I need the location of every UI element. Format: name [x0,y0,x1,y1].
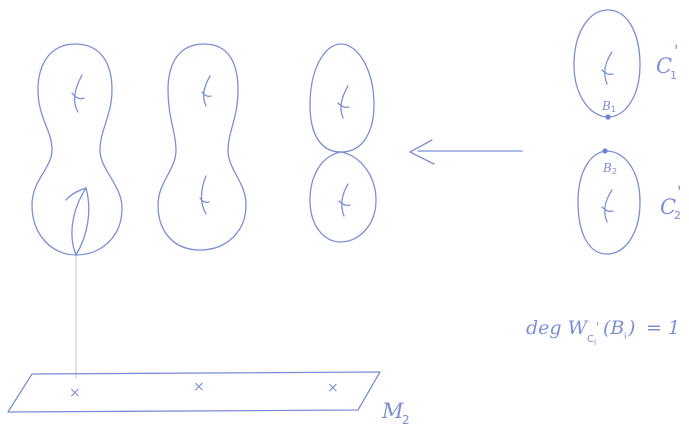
label-b2: B [602,161,612,175]
handle-1b-top [65,187,87,201]
handle-3a [340,85,349,119]
genus-two-curve-middle [157,43,247,251]
handle-1b [71,187,87,256]
mark-2: × [193,379,205,395]
genus-two-outline-2 [157,43,247,251]
handle-c2-lip [601,206,614,213]
label-b1-sub: 1 [611,105,616,114]
mark-3: × [327,380,339,396]
label-c2-prime: ' [677,182,681,201]
base-parallelogram [7,371,381,413]
handle-1b-lip [75,187,90,256]
degree-equation: deg W C i ' (B i ) = 1 [526,317,680,347]
component-c2-outline [577,150,641,255]
label-c1-prime: ' [674,41,678,60]
label-b1: B [601,99,611,113]
point-b1 [605,114,611,120]
label-c2: C [660,195,676,219]
component-c1: B 1 C ' 1 [573,9,678,120]
equation-sub-c: C [587,334,594,345]
equation-prime: ' [596,320,599,334]
handle-3b-lip [338,200,351,207]
base-moduli-space: × × × M 2 [7,371,410,427]
mark-1: × [69,385,81,401]
nodal-curve [309,43,377,243]
handle-1a [73,74,83,113]
arrow-head [409,139,435,165]
handle-c1-lip [601,69,614,76]
label-m2: M [381,399,404,423]
equation-rhs: = 1 [646,317,680,339]
handle-3a-lip [337,102,350,109]
handle-1a-lip [71,92,85,100]
component-c2: B 2 C ' 2 [577,148,681,255]
handle-c1 [604,51,613,85]
nodal-bottom-lobe [309,151,377,243]
equation-arg-sub: i [624,332,627,342]
label-c1: C [656,54,672,78]
point-b2 [602,148,608,154]
label-b2-sub: 2 [612,167,617,176]
equation-close: ) [627,317,635,339]
handle-2b-lip [199,197,210,204]
label-c1-sub: 1 [670,69,677,82]
nodal-top-lobe [309,43,375,153]
label-c2-sub: 2 [674,209,681,222]
genus-two-outline-1 [31,43,123,256]
handle-3b [341,183,349,217]
equation-arg: (B [603,317,624,339]
degeneration-arrow [409,139,523,165]
label-m2-sub: 2 [402,413,410,427]
handle-2b [200,175,207,215]
handle-c2 [604,189,613,223]
handle-2a [203,75,211,107]
equation-lhs: deg W [526,317,589,339]
equation-sub-i: i [594,338,596,347]
genus-two-curve-smooth [31,43,123,256]
handle-2a-lip [201,91,212,98]
